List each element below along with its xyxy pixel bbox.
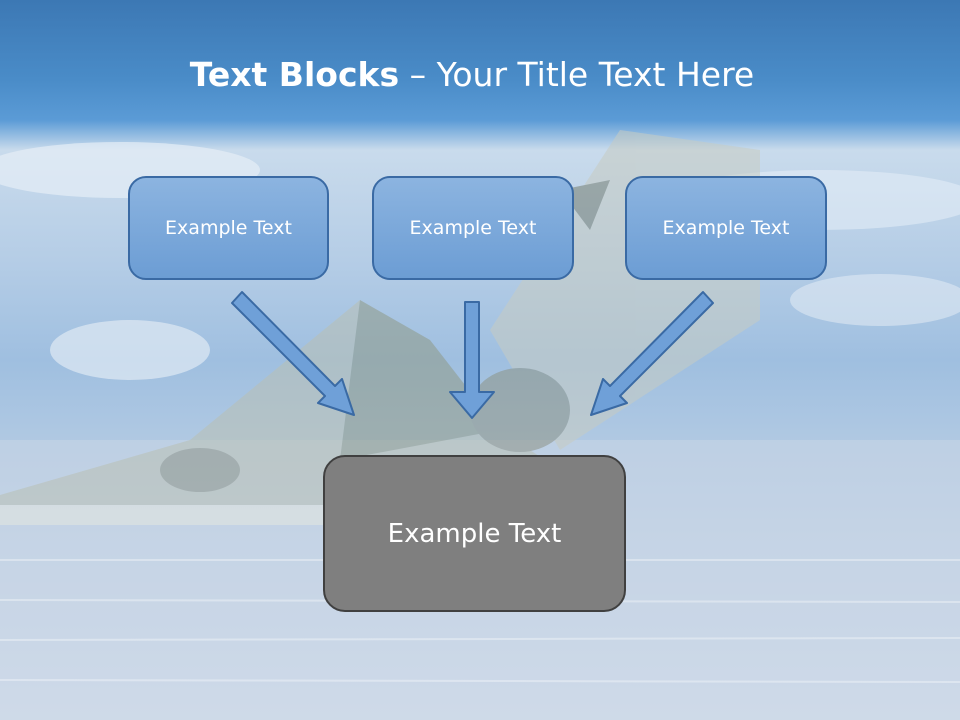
slide-title: Text Blocks – Your Title Text Here [0, 55, 944, 94]
text-block-label: Example Text [165, 217, 292, 239]
text-block-top-center[interactable]: Example Text [372, 176, 574, 280]
text-block-label: Example Text [662, 217, 790, 239]
title-dash: – [399, 55, 437, 94]
text-block-label: Example Text [387, 518, 562, 549]
title-bold-part: Text Blocks [189, 55, 400, 94]
text-block-bottom[interactable]: Example Text [323, 455, 626, 612]
arrow-right-diagonal [590, 291, 714, 416]
title-regular-part: Your Title Text Here [436, 55, 755, 94]
arrow-center-down [449, 301, 495, 419]
text-block-label: Example Text [409, 217, 537, 239]
text-block-top-right[interactable]: Example Text [625, 176, 827, 280]
text-block-top-left[interactable]: Example Text [128, 176, 329, 280]
arrow-left-diagonal [231, 291, 355, 416]
